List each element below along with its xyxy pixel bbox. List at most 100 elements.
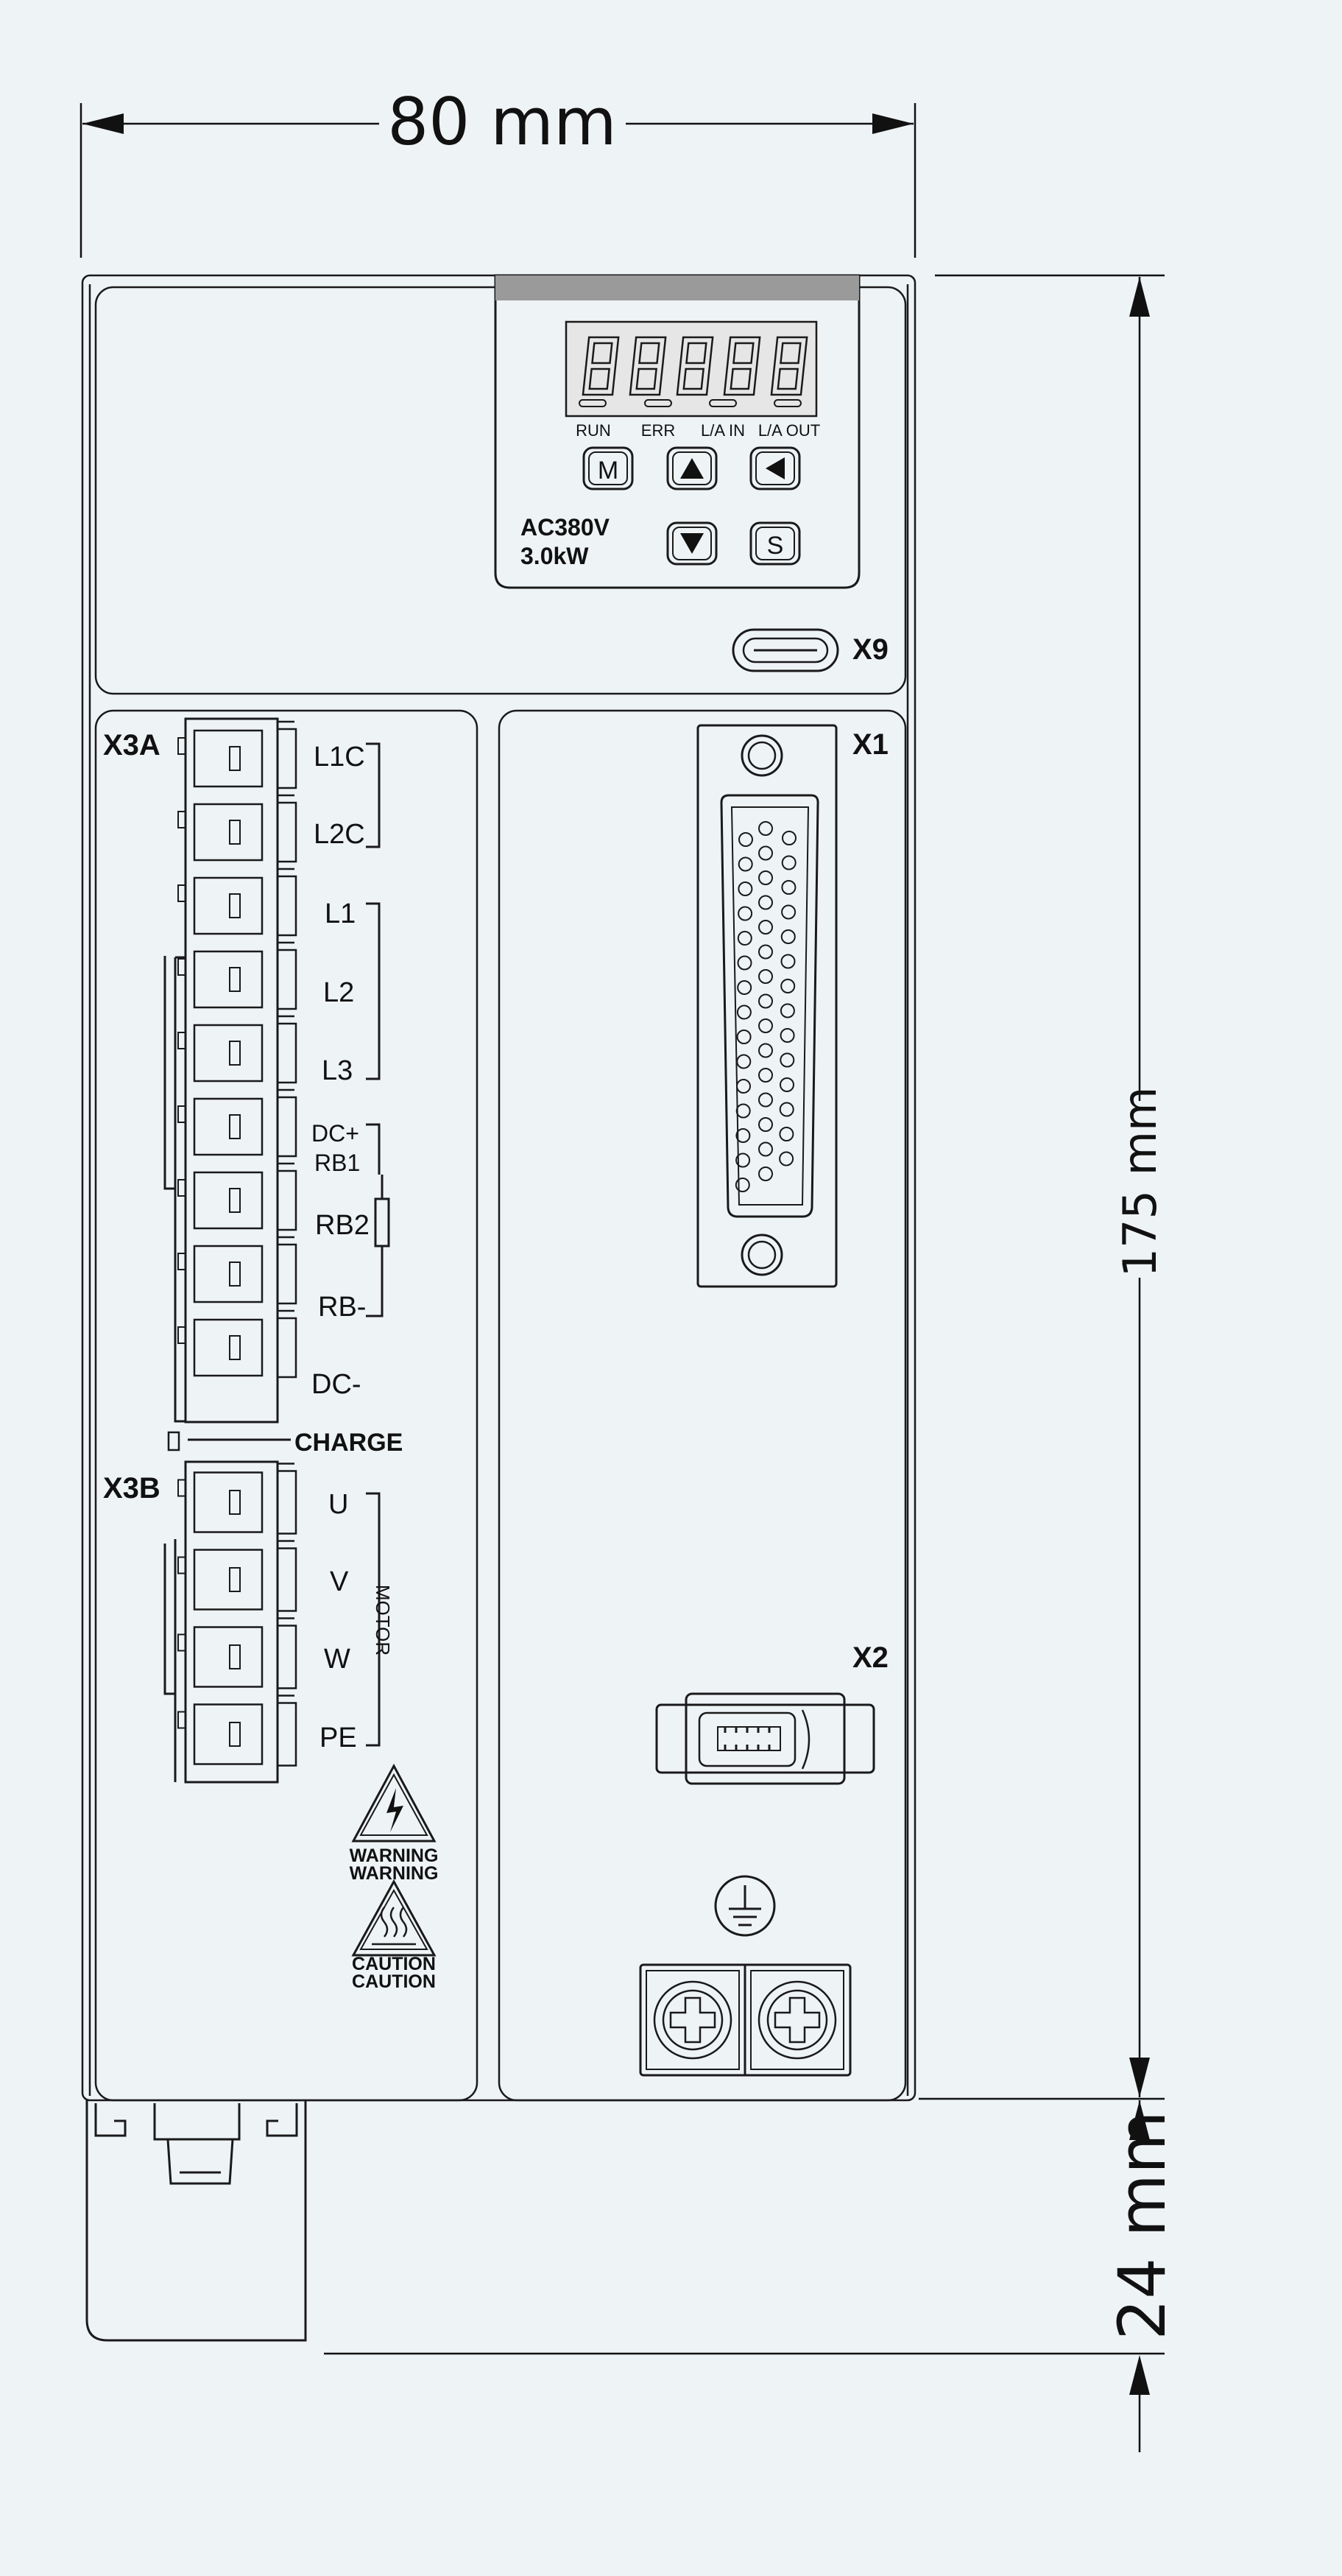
x1-pin xyxy=(758,920,773,935)
triangle-left-icon xyxy=(766,457,785,479)
terminal-slot xyxy=(177,1236,297,1305)
x1-label: X1 xyxy=(852,728,889,761)
x1-pin xyxy=(738,881,753,896)
display-digit xyxy=(629,336,667,396)
mode-button-label: M xyxy=(598,457,618,485)
indicator-label: RUN xyxy=(576,421,611,440)
x1-pin xyxy=(758,1018,773,1033)
dimension-width xyxy=(80,103,917,258)
terminal-slot xyxy=(177,1088,297,1158)
dimension-depth-label: 24 mm xyxy=(1104,2111,1180,2340)
x1-pin xyxy=(736,1054,752,1069)
terminal-label: L1C xyxy=(314,742,365,773)
x3b-terminal-block[interactable] xyxy=(163,1460,297,1784)
x3a-terminal-block[interactable] xyxy=(163,717,297,1424)
display-digit xyxy=(582,336,620,396)
x1-pin xyxy=(780,1028,795,1043)
x1-pin xyxy=(779,1102,794,1117)
x1-pin xyxy=(737,931,752,946)
terminal-slot xyxy=(177,1695,297,1767)
terminal-label: V xyxy=(330,1566,349,1597)
screw-right-icon xyxy=(757,1980,837,2060)
keypad-header-bar xyxy=(495,275,859,300)
terminal-slot xyxy=(177,1309,297,1379)
terminal-slot xyxy=(177,868,297,937)
x1-pin xyxy=(738,906,753,921)
brake-resistor-icon xyxy=(374,1197,390,1247)
x3b-label: X3B xyxy=(103,1472,160,1505)
x1-pin xyxy=(758,821,773,836)
terminal-label: RB- xyxy=(318,1292,366,1323)
terminal-slot xyxy=(177,1540,297,1612)
x1-pin xyxy=(735,1178,750,1192)
set-button[interactable]: S xyxy=(749,521,801,566)
x1-pin xyxy=(758,895,773,910)
ground-icon xyxy=(714,1875,776,1937)
x1-db-connector[interactable] xyxy=(696,724,838,1288)
x1-pin xyxy=(782,831,797,845)
screw-left-icon xyxy=(653,1980,732,2060)
mode-button[interactable]: M xyxy=(582,446,634,490)
caution-text-2: CAUTION xyxy=(352,1971,436,1992)
x1-pin xyxy=(758,969,773,984)
terminal-slot xyxy=(177,941,297,1010)
display-digit xyxy=(676,336,714,396)
x1-pin xyxy=(735,1128,751,1143)
terminal-slot xyxy=(177,1463,297,1535)
x1-pin xyxy=(780,1003,795,1018)
x1-pin xyxy=(758,1068,773,1083)
terminal-label: L3 xyxy=(322,1055,353,1086)
x1-pin xyxy=(780,979,796,993)
x1-pin xyxy=(780,929,796,944)
rating-power: 3.0kW xyxy=(520,543,589,569)
status-led xyxy=(644,399,672,407)
status-led xyxy=(579,399,607,407)
charge-led xyxy=(167,1431,180,1451)
x2-connector[interactable] xyxy=(655,1692,875,1785)
dimension-height-label: 175 mm xyxy=(1113,1087,1167,1278)
x1-pin xyxy=(781,855,797,870)
indicator-label: L/A OUT xyxy=(758,421,820,440)
x1-pin xyxy=(758,845,773,861)
drive-body xyxy=(81,274,917,2102)
status-led xyxy=(709,399,737,407)
x1-pin xyxy=(737,980,752,995)
status-led xyxy=(774,399,802,407)
x1-pins xyxy=(735,821,797,1192)
terminal-label: RB2 xyxy=(315,1210,370,1241)
terminal-label: DC- xyxy=(311,1369,361,1400)
x1-pin xyxy=(758,993,773,1009)
x1-pin xyxy=(738,856,753,872)
status-leds xyxy=(579,399,802,407)
set-button-label: S xyxy=(767,532,784,560)
x1-pin xyxy=(736,1004,752,1020)
x2-label: X2 xyxy=(852,1641,889,1674)
dimension-height xyxy=(919,274,1165,2100)
terminal-slot xyxy=(177,794,297,863)
x1-pin xyxy=(758,1117,773,1132)
x1-pin xyxy=(780,1077,794,1092)
x1-pin xyxy=(758,1166,773,1181)
x1-pin xyxy=(736,1030,752,1044)
x1-pin xyxy=(780,954,796,969)
x1-pin xyxy=(779,1151,794,1166)
down-button[interactable] xyxy=(666,521,718,566)
terminal-slot xyxy=(177,720,297,789)
x9-label: X9 xyxy=(852,633,889,666)
x1-pin xyxy=(735,1103,751,1119)
display-digit xyxy=(723,336,761,396)
x9-usb-port[interactable] xyxy=(732,628,839,672)
up-button[interactable] xyxy=(666,446,718,490)
left-button[interactable] xyxy=(749,446,801,490)
indicator-label: L/A IN xyxy=(701,421,745,440)
ground-terminal-block[interactable] xyxy=(639,1963,852,2077)
x1-pin xyxy=(738,832,753,847)
x1-pin xyxy=(781,904,797,920)
bottom-mounting-bracket xyxy=(85,2100,307,2342)
x1-pin xyxy=(758,1043,773,1058)
